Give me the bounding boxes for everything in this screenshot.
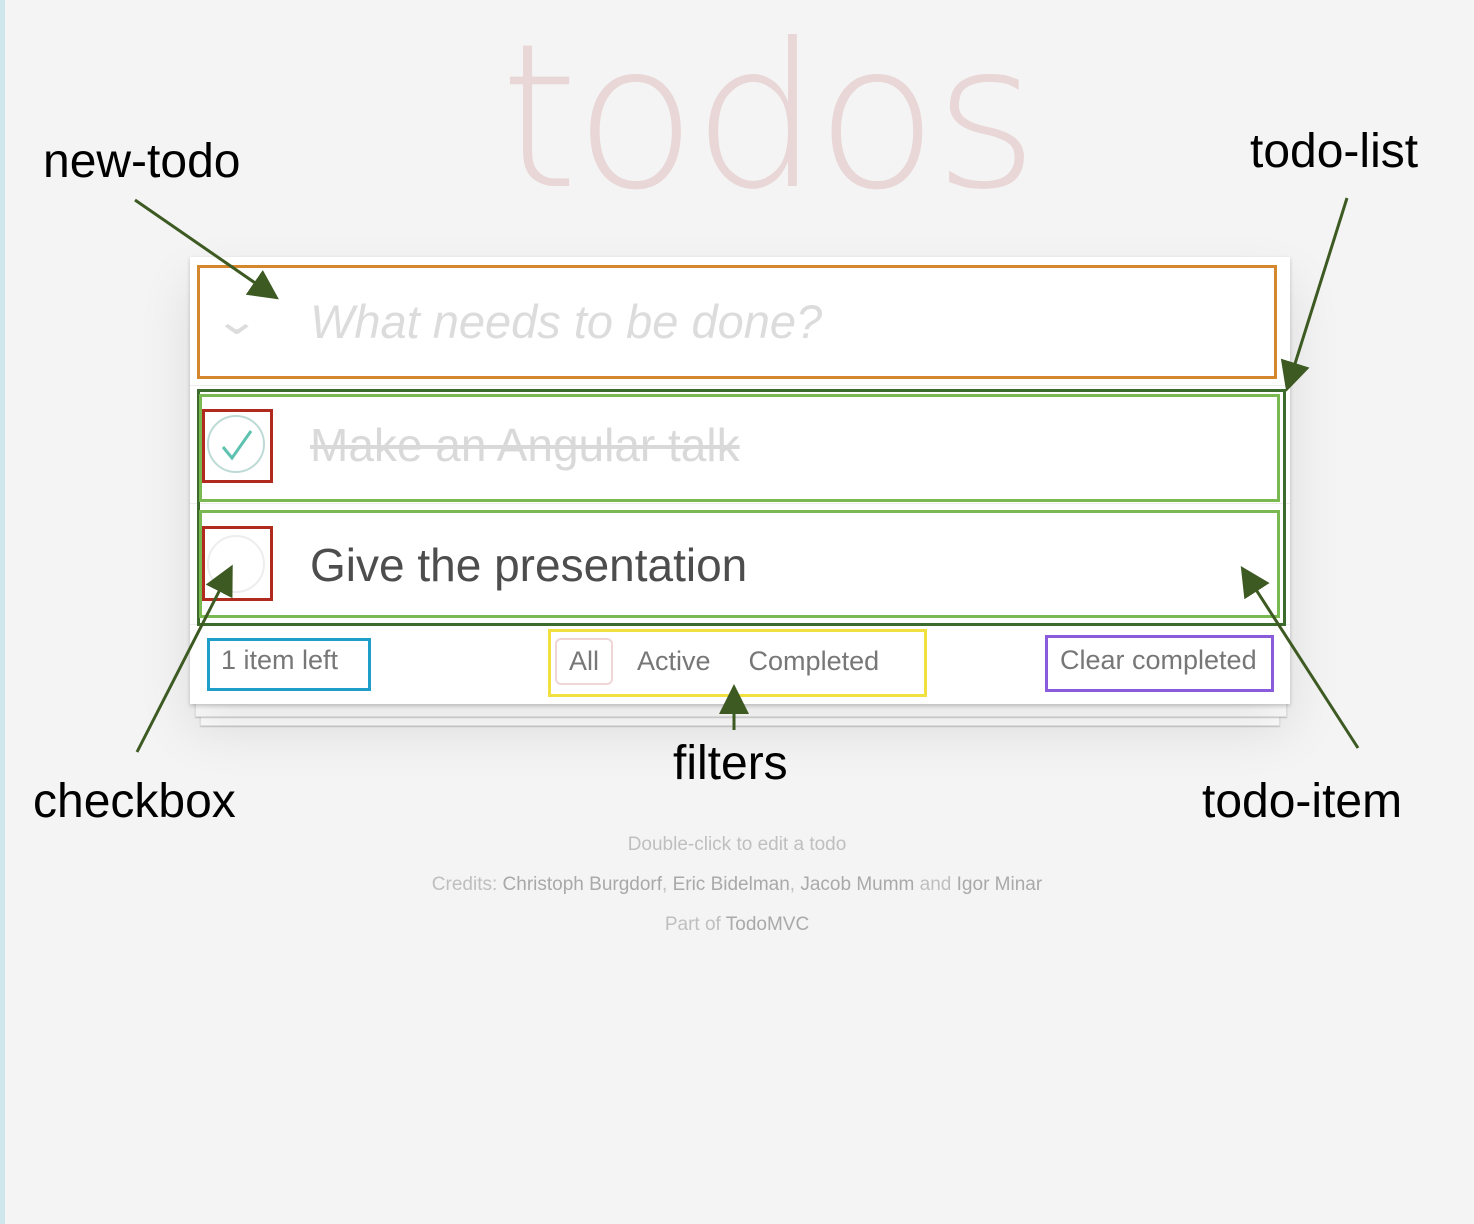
- todo-footer: 1 item left All Active Completed Clear c…: [190, 625, 1290, 704]
- annotation-todo-item: todo-item: [1202, 775, 1403, 828]
- app-title: todos: [500, 1, 1038, 234]
- arrow-todo-list: [1280, 197, 1349, 392]
- items-left-count: 1 item left: [221, 645, 339, 675]
- author-link[interactable]: Igor Minar: [956, 874, 1043, 895]
- filter-active[interactable]: Active: [637, 646, 711, 676]
- arrow-new-todo: [134, 198, 279, 300]
- clear-completed-button[interactable]: Clear completed: [1060, 645, 1257, 675]
- todo-item[interactable]: Make an Angular talk: [190, 386, 1290, 504]
- todo-label: Give the presentation: [310, 539, 748, 591]
- todo-item-highlight: [199, 394, 1280, 502]
- new-todo-input[interactable]: [308, 285, 1212, 357]
- clear-completed-highlight: [1045, 635, 1274, 692]
- count-highlight: [207, 638, 371, 691]
- arrow-checkbox: [135, 564, 233, 753]
- author-link[interactable]: Jacob Mumm: [800, 874, 915, 895]
- part-of: Part of TodoMVC: [664, 914, 810, 935]
- window-edge: [0, 0, 5, 1224]
- todo-checkbox-checked[interactable]: [207, 415, 265, 473]
- todomvc-link[interactable]: TodoMVC: [725, 914, 810, 935]
- arrow-todo-item: [1240, 565, 1360, 749]
- filters: All Active Completed: [555, 638, 893, 685]
- edit-hint: Double-click to edit a todo: [627, 834, 847, 855]
- todo-item-highlight: [199, 510, 1280, 618]
- author-link[interactable]: Christoph Burgdorf: [502, 874, 663, 895]
- checkmark-icon: [221, 430, 253, 461]
- credits: Credits: Christoph Burgdorf, Eric Bidelm…: [431, 874, 1043, 895]
- checkbox-highlight: [202, 409, 273, 483]
- annotation-filters: filters: [673, 737, 788, 790]
- todo-list-highlight: [197, 389, 1286, 626]
- chevron-down-icon[interactable]: ⌄: [213, 299, 261, 343]
- annotation-new-todo: new-todo: [43, 135, 241, 188]
- filter-all[interactable]: All: [555, 638, 614, 685]
- header-row: ⌄: [190, 257, 1290, 386]
- todo-checkbox-unchecked[interactable]: [207, 535, 265, 593]
- new-todo-highlight: [197, 265, 1277, 379]
- checkbox-highlight: [202, 526, 273, 601]
- todo-item[interactable]: Give the presentation: [190, 504, 1290, 625]
- annotation-todo-list: todo-list: [1250, 125, 1419, 178]
- filter-completed[interactable]: Completed: [748, 646, 880, 676]
- annotation-checkbox: checkbox: [33, 775, 236, 828]
- author-link[interactable]: Eric Bidelman: [672, 874, 790, 895]
- todo-label: Make an Angular talk: [310, 419, 740, 471]
